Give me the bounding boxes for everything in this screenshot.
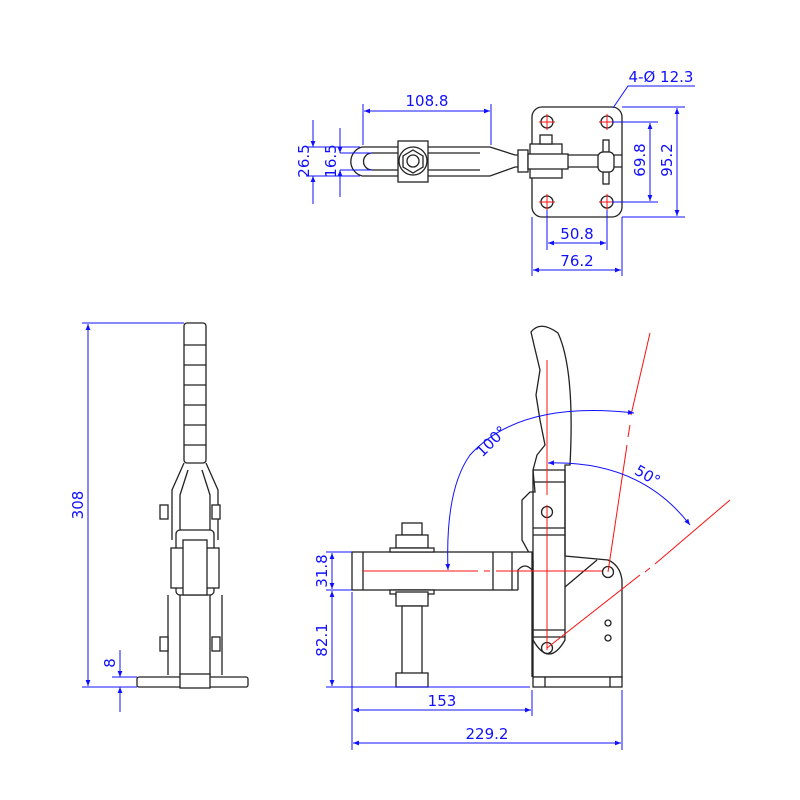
dim-handle-length: 108.8 <box>406 92 449 110</box>
dim-plate-height: 95.2 <box>658 143 676 176</box>
dim-arm-height: 82.1 <box>313 623 331 656</box>
dim-total-height: 308 <box>69 491 87 520</box>
dim-base-thickness: 8 <box>101 658 119 668</box>
front-view <box>136 322 249 689</box>
handle-grip <box>183 322 207 464</box>
dim-arm-reach: 153 <box>428 692 457 710</box>
clamp-body-handle <box>521 325 623 678</box>
dim-arm-thickness: 31.8 <box>313 554 331 587</box>
front-view-dimensions: 308 8 <box>69 322 184 712</box>
top-view-dimensions: 108.8 26.5 16.5 69.8 95.2 50.8 76.2 4-Ø … <box>295 68 695 276</box>
dim-plate-width: 76.2 <box>560 252 593 270</box>
base-plate <box>532 676 623 688</box>
dim-total-length: 229.2 <box>466 725 509 743</box>
dim-handle-angle: 50° <box>631 461 663 490</box>
dim-width-outer: 26.5 <box>295 144 313 177</box>
dim-hole-spacing-horizontal: 50.8 <box>560 225 593 243</box>
dim-hole-spacing-vertical: 69.8 <box>631 143 649 176</box>
dim-hole-spec: 4-Ø 12.3 <box>629 68 694 86</box>
dim-width-inner: 16.5 <box>322 144 340 177</box>
hex-nut <box>402 149 424 174</box>
top-view <box>350 106 623 218</box>
spindle-foot <box>395 672 429 688</box>
